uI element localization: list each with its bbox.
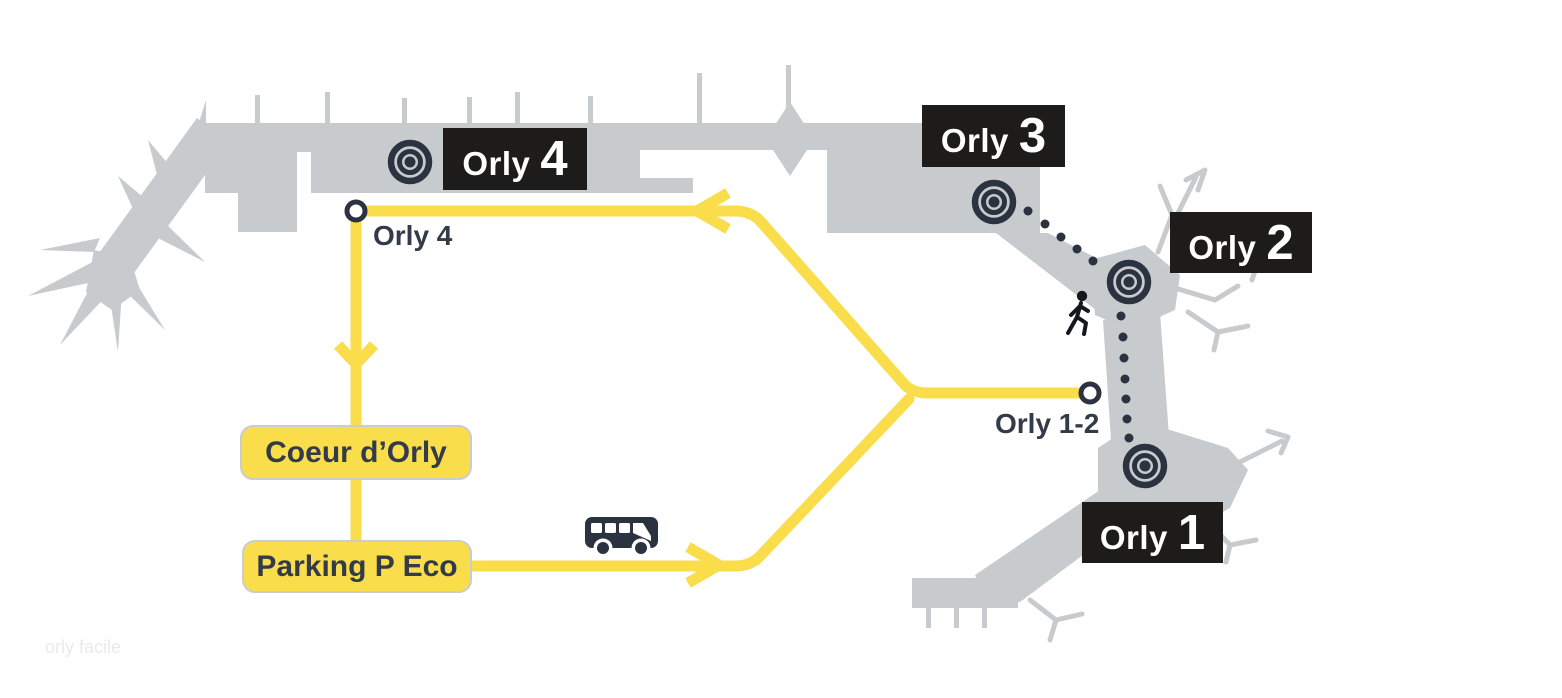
- orly4-terminal-number: 4: [540, 132, 568, 186]
- route-arrow-down-icon: [334, 341, 378, 372]
- coeur-dorly-stop-box: Coeur d’Orly: [240, 425, 472, 480]
- orly2-terminal-name: Orly: [1188, 229, 1257, 266]
- shuttle-route-lines: [334, 188, 1091, 588]
- route-arrow-right-icon: [685, 542, 730, 588]
- orly12-stop-circle-icon: [1078, 381, 1102, 405]
- parking-p-eco-stop-box: Parking P Eco: [242, 540, 472, 593]
- pedestrian-icon: [1066, 290, 1090, 336]
- boarding-bridge-ticks: [255, 73, 702, 125]
- terminal-band-shape: [205, 123, 1040, 150]
- orly1-target-icon: [1122, 443, 1168, 489]
- walking-path-orly2-orly1: [1116, 311, 1134, 443]
- orly2-terminal-number: 2: [1266, 216, 1294, 270]
- orly4-building-tab-shape: [238, 193, 297, 232]
- orly4-stop-label: Orly 4: [373, 220, 453, 251]
- shuttle-bus-icon: [585, 517, 658, 558]
- route-arrow-left-icon: [686, 188, 731, 234]
- orly1-terminal-number: 1: [1177, 506, 1206, 560]
- orly4-target-icon: [387, 139, 433, 185]
- watermark: orly facile: [45, 637, 122, 657]
- orly12-stop-label: Orly 1-2: [995, 408, 1100, 439]
- orly2-target-icon: [1106, 259, 1152, 305]
- orly4-terminal-name: Orly: [462, 145, 531, 182]
- orly3-target-icon: [971, 179, 1017, 225]
- building-notch: [640, 150, 693, 178]
- orly4-pier-arm-shape: [28, 100, 229, 352]
- orly3-terminal-name: Orly: [940, 122, 1009, 159]
- route-orly4-to-orly12-line: [350, 205, 1091, 399]
- walking-path-orly3-orly2: [1023, 206, 1098, 266]
- control-tower-shape: [773, 65, 807, 176]
- orly2-orly1-corridor-shape: [1103, 312, 1170, 455]
- orly4-stop-circle-icon: [344, 199, 368, 223]
- building-notch: [297, 152, 311, 193]
- orly3-terminal-number: 3: [1018, 109, 1047, 163]
- orly1-satellite-shape: [912, 578, 1018, 608]
- route-parking-to-junction-line: [466, 393, 915, 572]
- orly1-terminal-name: Orly: [1099, 519, 1168, 556]
